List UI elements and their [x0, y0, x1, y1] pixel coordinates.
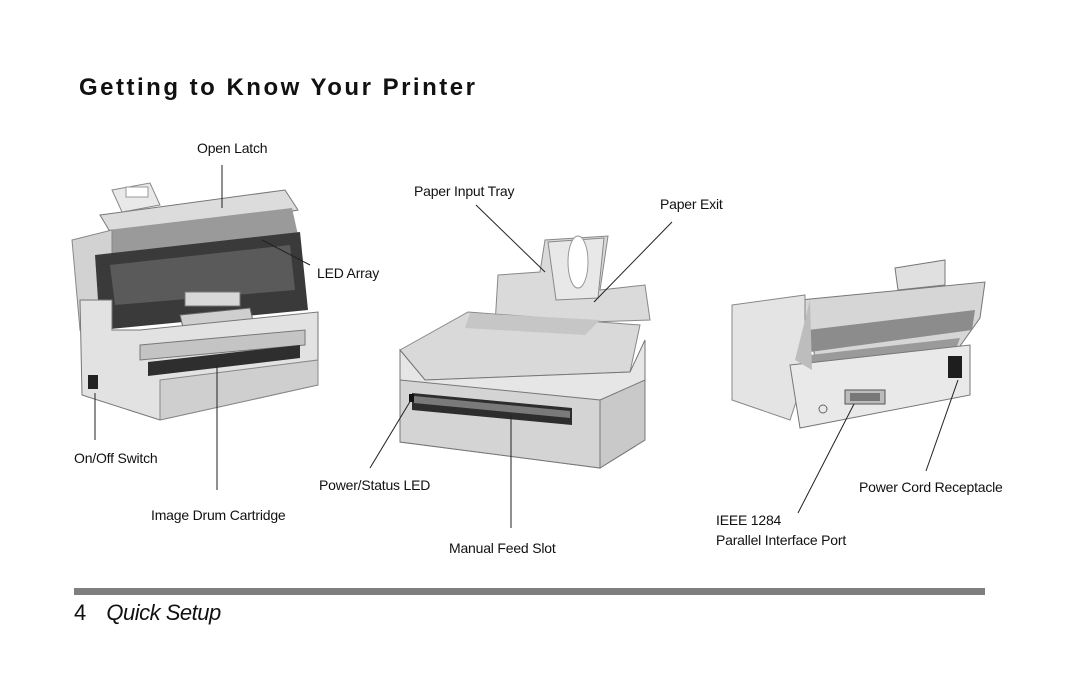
parallel-port-leader [797, 403, 855, 514]
label-paper-input-tray: Paper Input Tray [414, 183, 515, 199]
rear-printer-image [731, 259, 986, 429]
front-printer-image [399, 235, 651, 469]
label-parallel-interface-port: Parallel Interface Port [716, 532, 847, 548]
label-on-off-switch: On/Off Switch [74, 450, 158, 466]
led-array-leader [261, 239, 311, 266]
page-number: 4 [74, 600, 87, 625]
footer-rule [74, 588, 985, 595]
leader-lines [94, 165, 959, 528]
paper-exit-leader [593, 221, 673, 303]
label-power-status-led: Power/Status LED [319, 477, 431, 493]
label-power-cord-receptacle: Power Cord Receptacle [859, 479, 1003, 495]
page-footer: 4 Quick Setup [74, 600, 221, 626]
power-status-led-leader [369, 399, 412, 469]
label-ieee-1284-line1: IEEE 1284 [716, 512, 782, 528]
label-manual-feed-slot: Manual Feed Slot [449, 540, 556, 556]
section-title: Quick Setup [106, 600, 221, 625]
power-cord-leader [925, 379, 959, 472]
label-paper-exit: Paper Exit [660, 196, 723, 212]
label-led-array: LED Array [317, 265, 379, 281]
label-open-latch: Open Latch [197, 140, 268, 156]
label-ieee-1284: IEEE 1284 Parallel Interface Port [716, 512, 846, 548]
page-title: Getting to Know Your Printer [79, 74, 478, 101]
label-image-drum-cartridge: Image Drum Cartridge [151, 507, 286, 523]
paper-input-tray-leader [475, 204, 546, 273]
open-printer-image [71, 182, 319, 421]
